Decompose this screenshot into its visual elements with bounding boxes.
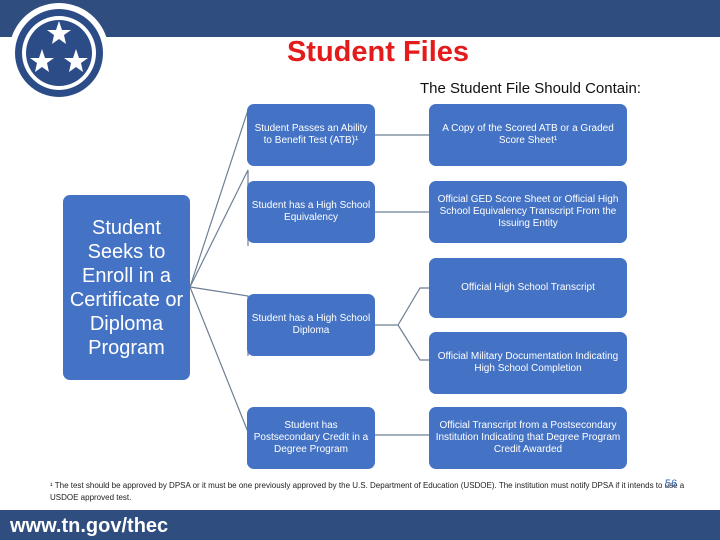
result-diploma-transcript: Official High School Transcript (429, 258, 627, 318)
result-atb: A Copy of the Scored ATB or a Graded Sco… (429, 104, 627, 166)
top-banner (0, 0, 720, 37)
result-military-documentation: Official Military Documentation Indicati… (429, 332, 627, 394)
branch-diploma: Student has a High School Diploma (247, 294, 375, 356)
tennessee-tristar-logo-icon (9, 3, 109, 103)
bottom-banner: www.tn.gov/thec (0, 510, 720, 540)
page-number: 56 (665, 478, 678, 490)
root-node: Student Seeks to Enroll in a Certificate… (63, 195, 190, 380)
result-equivalency: Official GED Score Sheet or Official Hig… (429, 181, 627, 243)
branch-equivalency: Student has a High School Equivalency (247, 181, 375, 243)
footnote: ¹ The test should be approved by DPSA or… (50, 481, 685, 502)
footer-url: www.tn.gov/thec (10, 515, 169, 537)
page-title: Student Files (286, 36, 470, 68)
branch-postsecondary: Student has Postsecondary Credit in a De… (247, 407, 375, 469)
result-postsecondary: Official Transcript from a Postsecondary… (429, 407, 627, 469)
page-subtitle: The Student File Should Contain: (420, 80, 641, 97)
branch-atb: Student Passes an Ability to Benefit Tes… (247, 104, 375, 166)
